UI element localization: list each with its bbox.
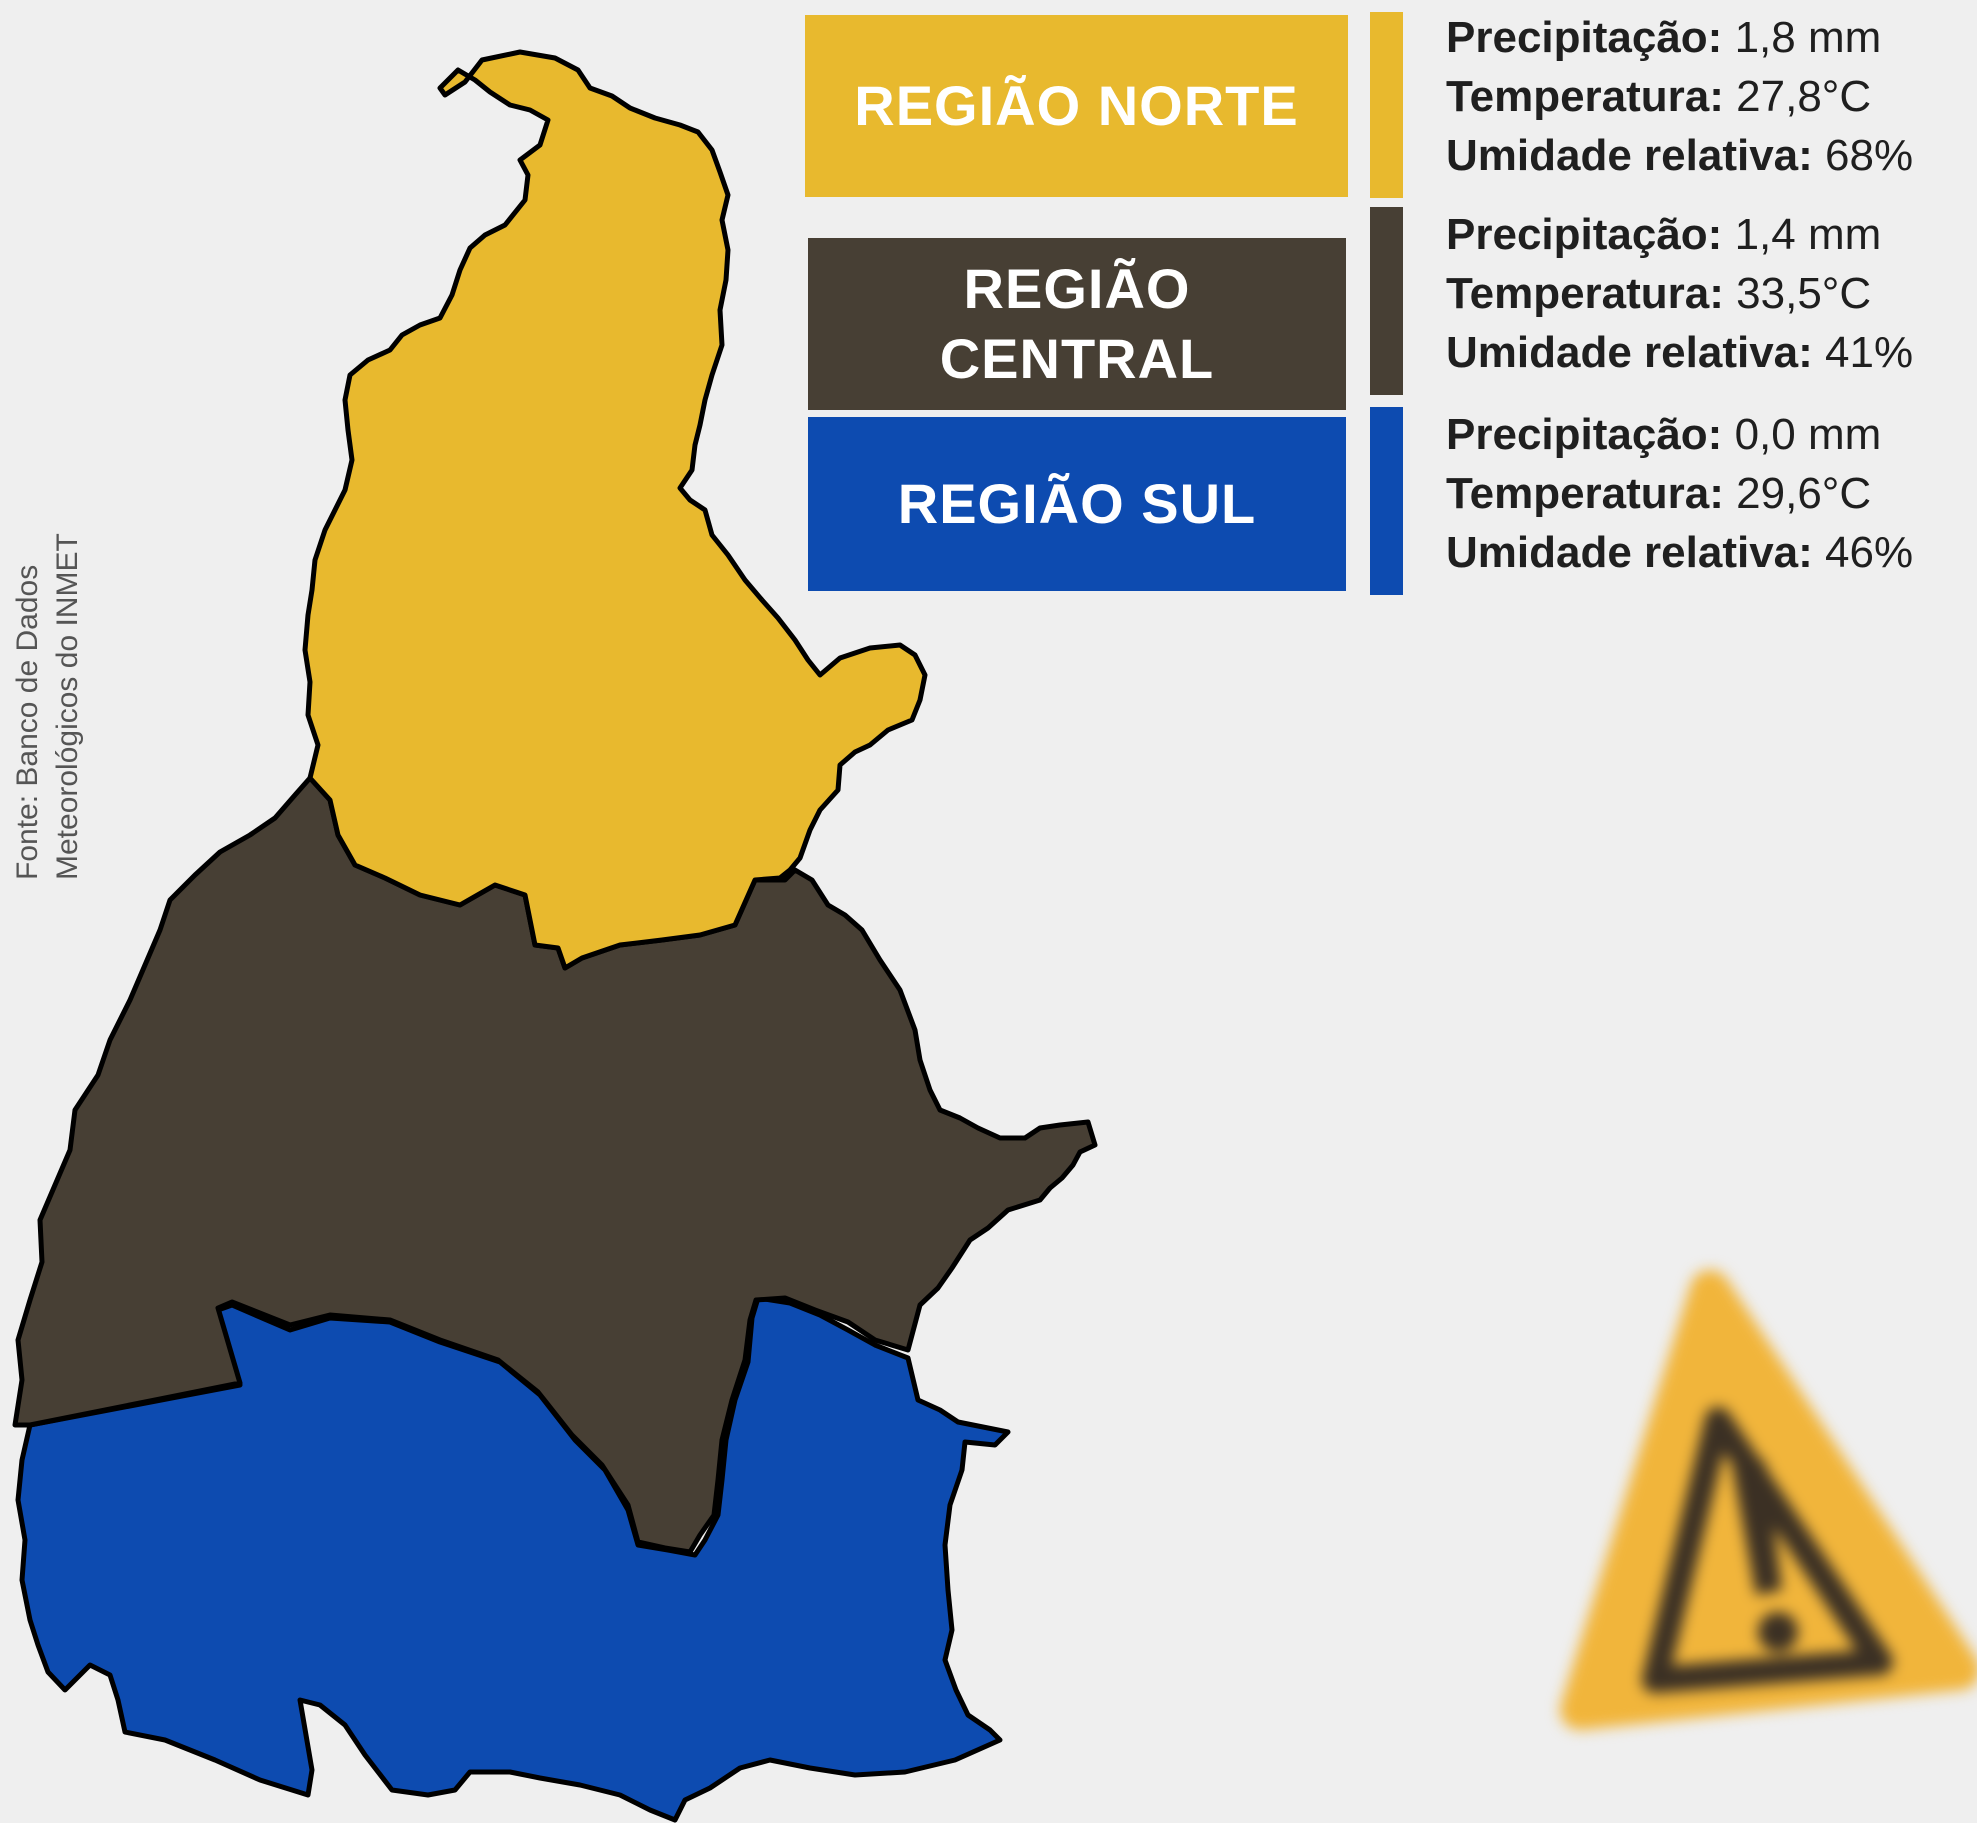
region-name-norte: REGIÃO NORTE	[854, 74, 1299, 137]
stat-umidade: Umidade relativa: 41%	[1446, 328, 1914, 377]
region-name-sul: REGIÃO SUL	[897, 472, 1257, 535]
region-name-central-line-1: REGIÃO	[963, 257, 1191, 320]
stat-temperatura: Temperatura: 33,5°C	[1446, 269, 1872, 318]
warning-triangle-icon	[1560, 1270, 1977, 1730]
stat-precipitacao: Precipitação: 0,0 mm	[1446, 410, 1882, 459]
map-region-norte	[302, 49, 928, 971]
source-line-1: Fonte: Banco de Dados	[11, 564, 44, 880]
region-bar-norte	[1370, 12, 1403, 198]
region-bar-sul	[1370, 407, 1403, 595]
stat-precipitacao: Precipitação: 1,4 mm	[1446, 210, 1882, 259]
stat-temperatura: Temperatura: 29,6°C	[1446, 469, 1872, 518]
region-stats-central: Precipitação: 1,4 mm Temperatura: 33,5°C…	[1446, 205, 1977, 382]
stat-temperatura: Temperatura: 27,8°C	[1446, 72, 1872, 121]
source-caption: Fonte: Banco de Dados Meteorológicos do …	[8, 533, 88, 880]
source-line-2: Meteorológicos do INMET	[51, 533, 84, 880]
stat-umidade: Umidade relativa: 46%	[1446, 528, 1914, 577]
region-label-central: REGIÃO CENTRAL	[808, 238, 1346, 410]
region-name-central-line-2: CENTRAL	[939, 327, 1215, 390]
region-stats-sul: Precipitação: 0,0 mm Temperatura: 29,6°C…	[1446, 405, 1977, 582]
stat-umidade: Umidade relativa: 68%	[1446, 131, 1914, 180]
region-label-sul: REGIÃO SUL	[808, 417, 1346, 591]
region-stats-norte: Precipitação: 1,8 mm Temperatura: 27,8°C…	[1446, 8, 1977, 185]
region-bar-central	[1370, 207, 1403, 395]
region-label-norte: REGIÃO NORTE	[805, 15, 1348, 197]
stat-precipitacao: Precipitação: 1,8 mm	[1446, 13, 1882, 62]
